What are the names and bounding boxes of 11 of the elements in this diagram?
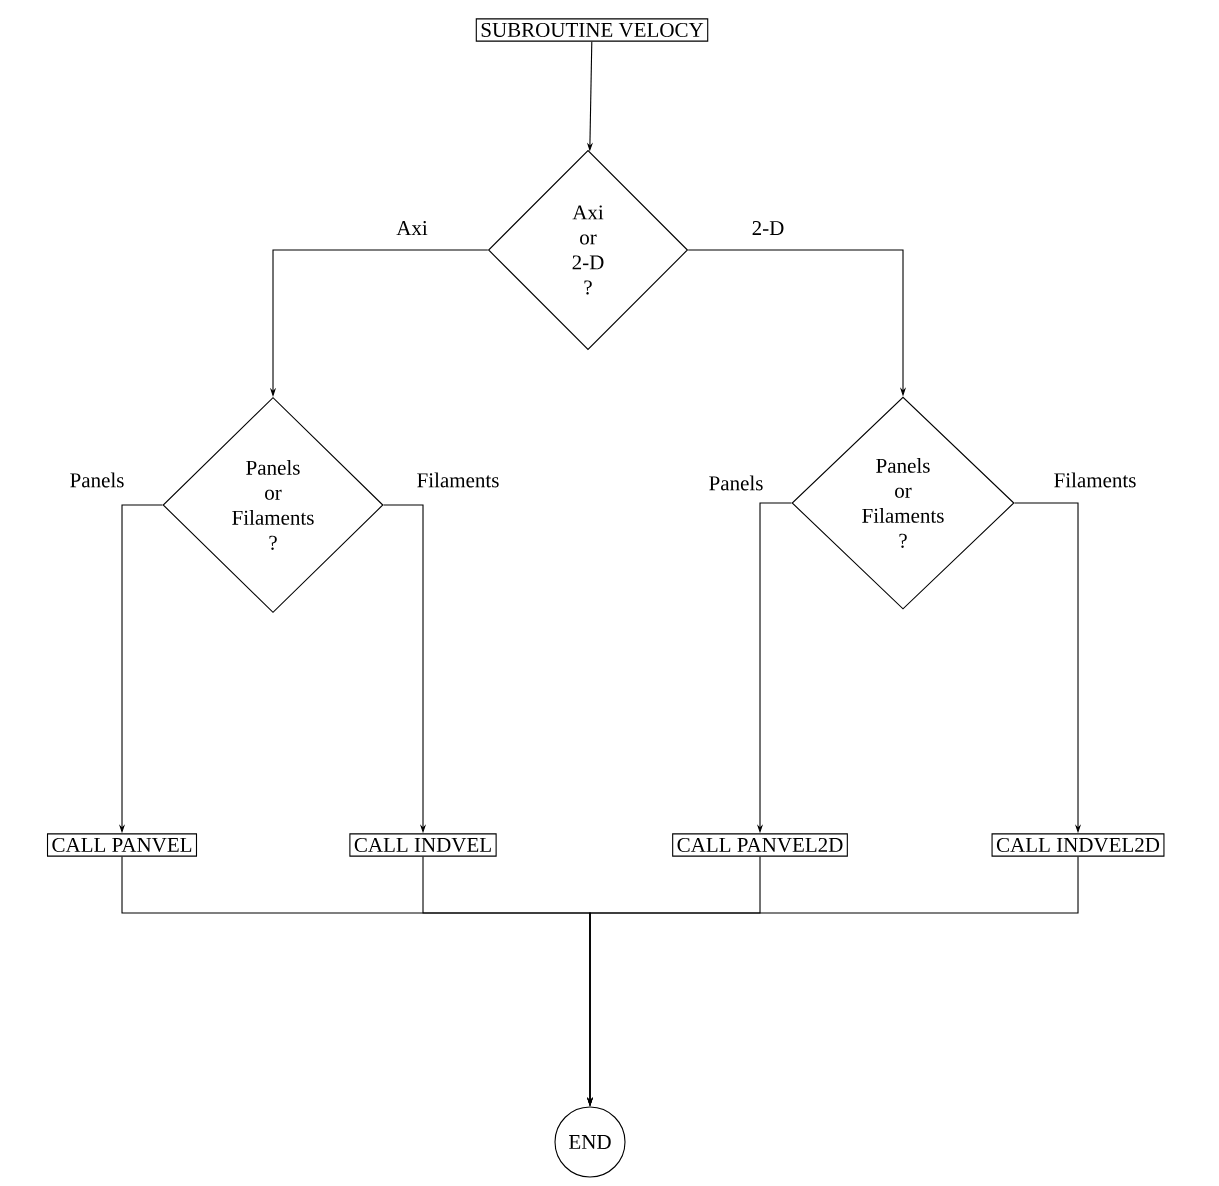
edge-label: Panels xyxy=(70,472,124,488)
process-box: SUBROUTINE VELOCY xyxy=(475,18,709,42)
edge-label: Panels xyxy=(709,475,763,491)
process-box: CALL INDVEL xyxy=(349,833,497,857)
edge-label: Filaments xyxy=(417,472,499,488)
edge-label: 2-D xyxy=(752,221,784,235)
process-box: CALL PANVEL2D xyxy=(672,833,848,857)
edge-label: Filaments xyxy=(1054,472,1136,488)
process-box: CALL PANVEL xyxy=(46,833,198,857)
edge-label: Axi xyxy=(396,221,428,235)
process-box: CALL INDVEL2D xyxy=(991,833,1165,857)
